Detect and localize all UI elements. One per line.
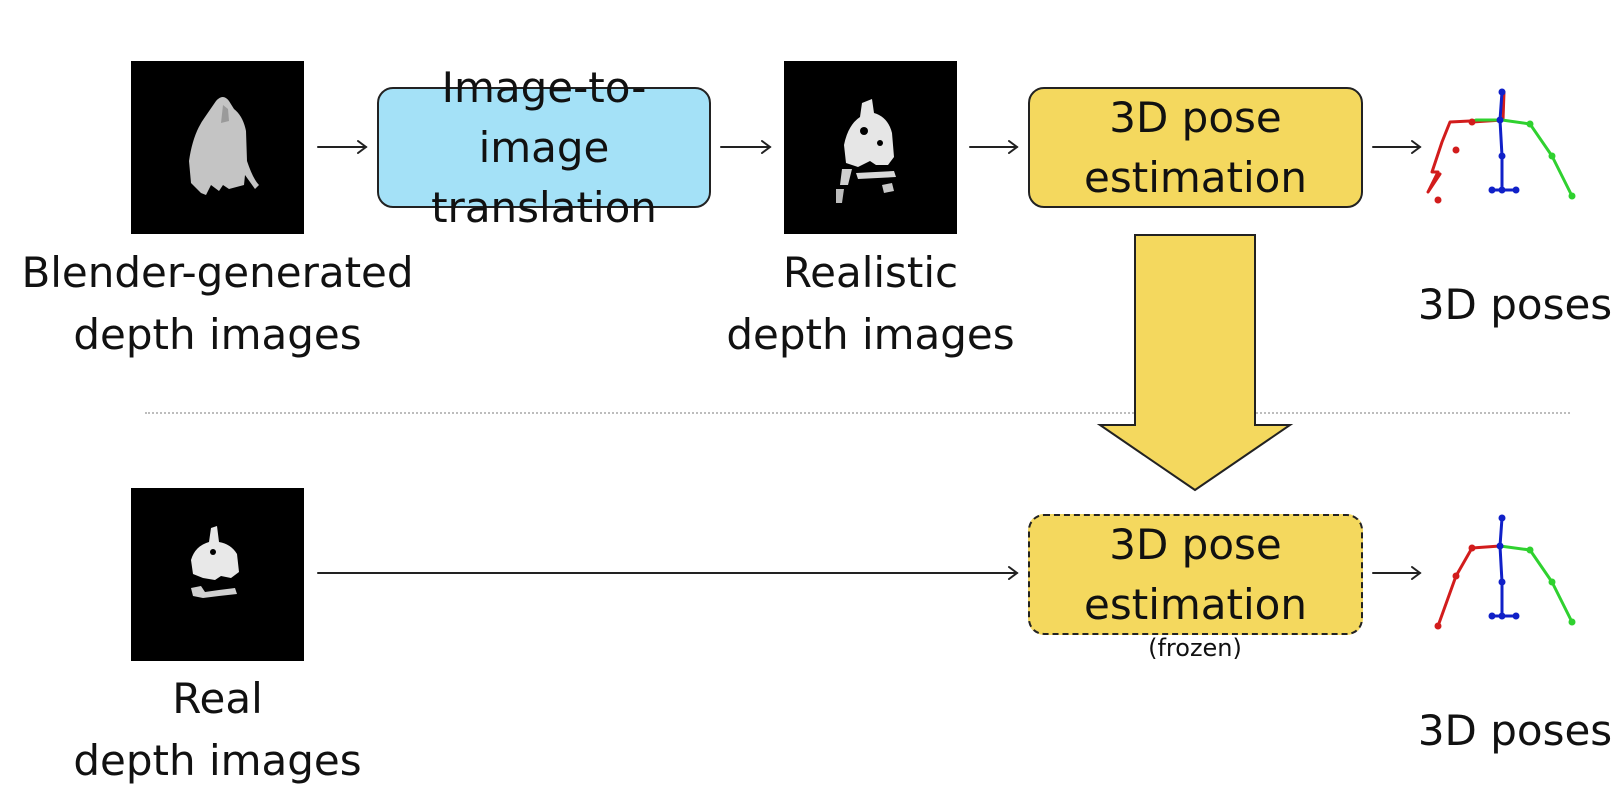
output-poses-label-bottom: 3D poses — [1417, 706, 1613, 755]
pose-estimation-box: 3D pose estimation — [1028, 87, 1363, 208]
frozen-note: (frozen) — [1148, 634, 1242, 662]
arrow-pose-to-output-bottom — [1372, 566, 1422, 580]
realistic-depth-label: Realistic depth images — [726, 248, 1015, 359]
frozen-pose-estimation-box: 3D pose estimation — [1028, 514, 1363, 635]
arrow-translation-to-realistic — [720, 140, 772, 154]
blender-depth-label: Blender-generated depth images — [21, 248, 414, 359]
arrow-pose-to-output-top — [1372, 140, 1422, 154]
transfer-weights-arrow — [1096, 234, 1294, 492]
section-divider — [145, 412, 1570, 414]
skeleton-pose-top — [1426, 88, 1576, 204]
image-translation-box: Image-to-image translation — [377, 63, 711, 232]
skeleton-pose-bottom — [1434, 514, 1576, 630]
arrow-blender-to-translation — [317, 140, 368, 154]
arrow-realistic-to-pose — [969, 140, 1019, 154]
output-poses-label-top: 3D poses — [1417, 280, 1613, 329]
arrow-real-to-frozen-pose — [317, 566, 1019, 580]
real-depth-label: Real depth images — [73, 674, 362, 785]
realistic-depth-image — [784, 61, 957, 234]
real-depth-image — [131, 488, 304, 661]
blender-depth-image — [131, 61, 304, 234]
